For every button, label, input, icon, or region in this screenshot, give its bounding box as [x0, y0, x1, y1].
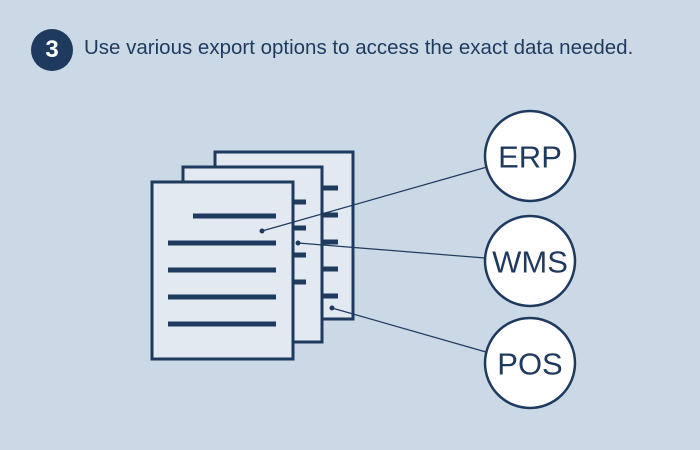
step-number-badge: 3 [31, 29, 73, 71]
document-front [150, 180, 306, 361]
target-label: POS [497, 347, 562, 382]
stacked-documents-icon [150, 150, 355, 361]
connector-wms [295, 240, 486, 259]
target-wms: WMS [483, 214, 577, 308]
connector-pos [329, 305, 487, 353]
target-erp: ERP [483, 109, 577, 203]
connector-erp [259, 166, 488, 234]
target-label: ERP [498, 140, 562, 175]
target-pos: POS [483, 316, 577, 410]
step-number: 3 [45, 36, 59, 63]
target-label: WMS [492, 245, 568, 280]
step-description: Use various export options to access the… [84, 36, 634, 59]
